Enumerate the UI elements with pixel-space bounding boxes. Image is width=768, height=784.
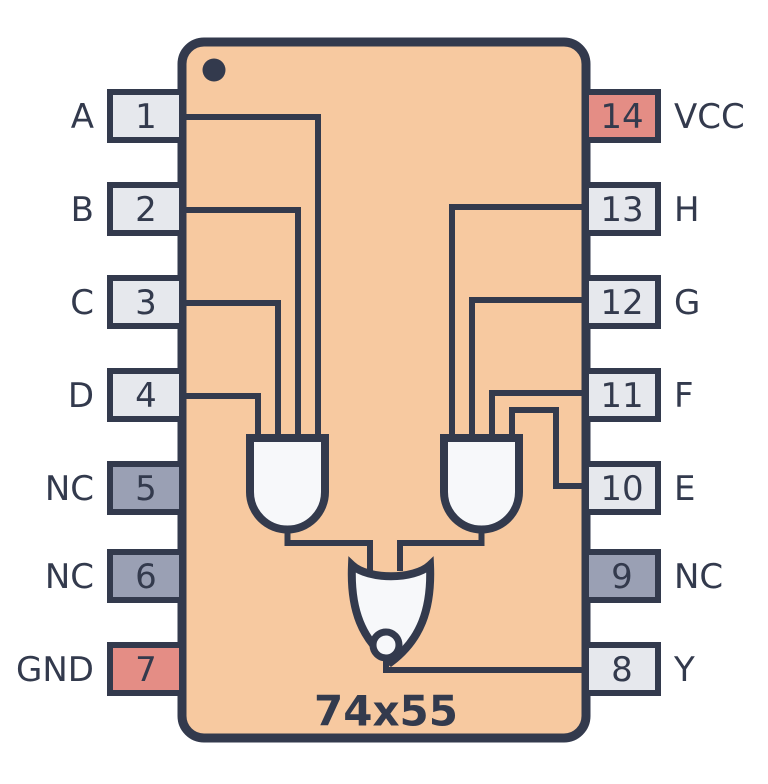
and-gate-left-body: [246, 434, 329, 534]
pin-label: C: [70, 283, 94, 323]
pin-label: B: [71, 190, 94, 230]
pin-label: H: [674, 190, 700, 230]
pin-number: 13: [600, 190, 643, 230]
and-gate-left-output-wire: [284, 526, 373, 571]
wires-right: [449, 204, 589, 489]
orientation-dot: [202, 58, 226, 82]
pin-right-8[interactable]: 8 Y: [583, 642, 695, 696]
pin-label: NC: [674, 557, 723, 597]
wire-pin-2: [179, 207, 301, 441]
pin-left-4[interactable]: 4 D: [68, 368, 185, 422]
pin-box[interactable]: [107, 182, 185, 236]
and-gate-right-body: [440, 434, 523, 534]
pin-number: 4: [135, 376, 157, 416]
pin-number: 7: [135, 650, 157, 690]
pin-number: 10: [600, 469, 643, 509]
pin-box[interactable]: [583, 642, 661, 696]
pin-right-12[interactable]: 12 G: [583, 275, 700, 329]
pin-label: NC: [45, 469, 94, 509]
pin-label: D: [68, 376, 94, 416]
pin-left-5[interactable]: 5 NC: [45, 461, 185, 515]
pin-right-10[interactable]: 10 E: [583, 461, 695, 515]
pin-box[interactable]: [107, 461, 185, 515]
pin-number: 8: [611, 650, 633, 690]
wire-pin-10: [509, 407, 589, 489]
pin-group-left: 1 A 2 B 3 C 4 D 5 NC 6 NC: [16, 89, 185, 696]
pin-left-2[interactable]: 2 B: [71, 182, 185, 236]
wire-pin-3: [179, 300, 281, 441]
pin-left-3[interactable]: 3 C: [70, 275, 185, 329]
pin-label: GND: [16, 650, 94, 690]
wire-pin-12: [469, 297, 589, 441]
pin-left-1[interactable]: 1 A: [71, 89, 185, 143]
pin-left-6[interactable]: 6 NC: [45, 549, 185, 603]
wire-pin-13: [449, 204, 589, 441]
pin-label: NC: [45, 557, 94, 597]
pin-number: 14: [600, 97, 643, 137]
pin-number: 11: [600, 376, 643, 416]
pin-right-13[interactable]: 13 H: [583, 182, 700, 236]
wires-left: [179, 114, 321, 441]
and-gate-right: [397, 434, 523, 571]
pin-number: 3: [135, 283, 157, 323]
pin-number: 5: [135, 469, 157, 509]
wire-pin-11: [489, 390, 589, 441]
pin-label: F: [674, 376, 694, 416]
inversion-bubble-icon: [369, 628, 403, 662]
pin-label: Y: [673, 650, 695, 690]
pin-box[interactable]: [107, 275, 185, 329]
and-gate-left: [246, 434, 373, 571]
wire-pin-1: [179, 114, 321, 441]
pin-box[interactable]: [583, 89, 661, 143]
chip-name-label: 74x55: [314, 687, 458, 736]
pin-number: 6: [135, 557, 157, 597]
pin-left-7[interactable]: 7 GND: [16, 642, 185, 696]
pin-number: 1: [135, 97, 157, 137]
pin-label: VCC: [674, 97, 745, 137]
pin-label: A: [71, 97, 94, 137]
pin-number: 9: [611, 557, 633, 597]
pin-right-9[interactable]: 9 NC: [583, 549, 723, 603]
pin-number: 2: [135, 190, 157, 230]
pin-label: E: [674, 469, 695, 509]
pin-group-right: 14 VCC 13 H 12 G 11 F 10 E 9 NC: [583, 89, 745, 696]
wire-pin-4: [179, 393, 261, 441]
and-gate-right-output-wire: [397, 526, 485, 571]
pin-box[interactable]: [583, 549, 661, 603]
nor-gate-output-wire: [383, 655, 589, 673]
pin-box[interactable]: [107, 549, 185, 603]
pin-box[interactable]: [107, 642, 185, 696]
pin-right-14[interactable]: 14 VCC: [583, 89, 745, 143]
pin-number: 12: [600, 283, 643, 323]
pin-label: G: [674, 283, 700, 323]
pin-right-11[interactable]: 11 F: [583, 368, 694, 422]
nor-gate-output: [347, 556, 589, 673]
